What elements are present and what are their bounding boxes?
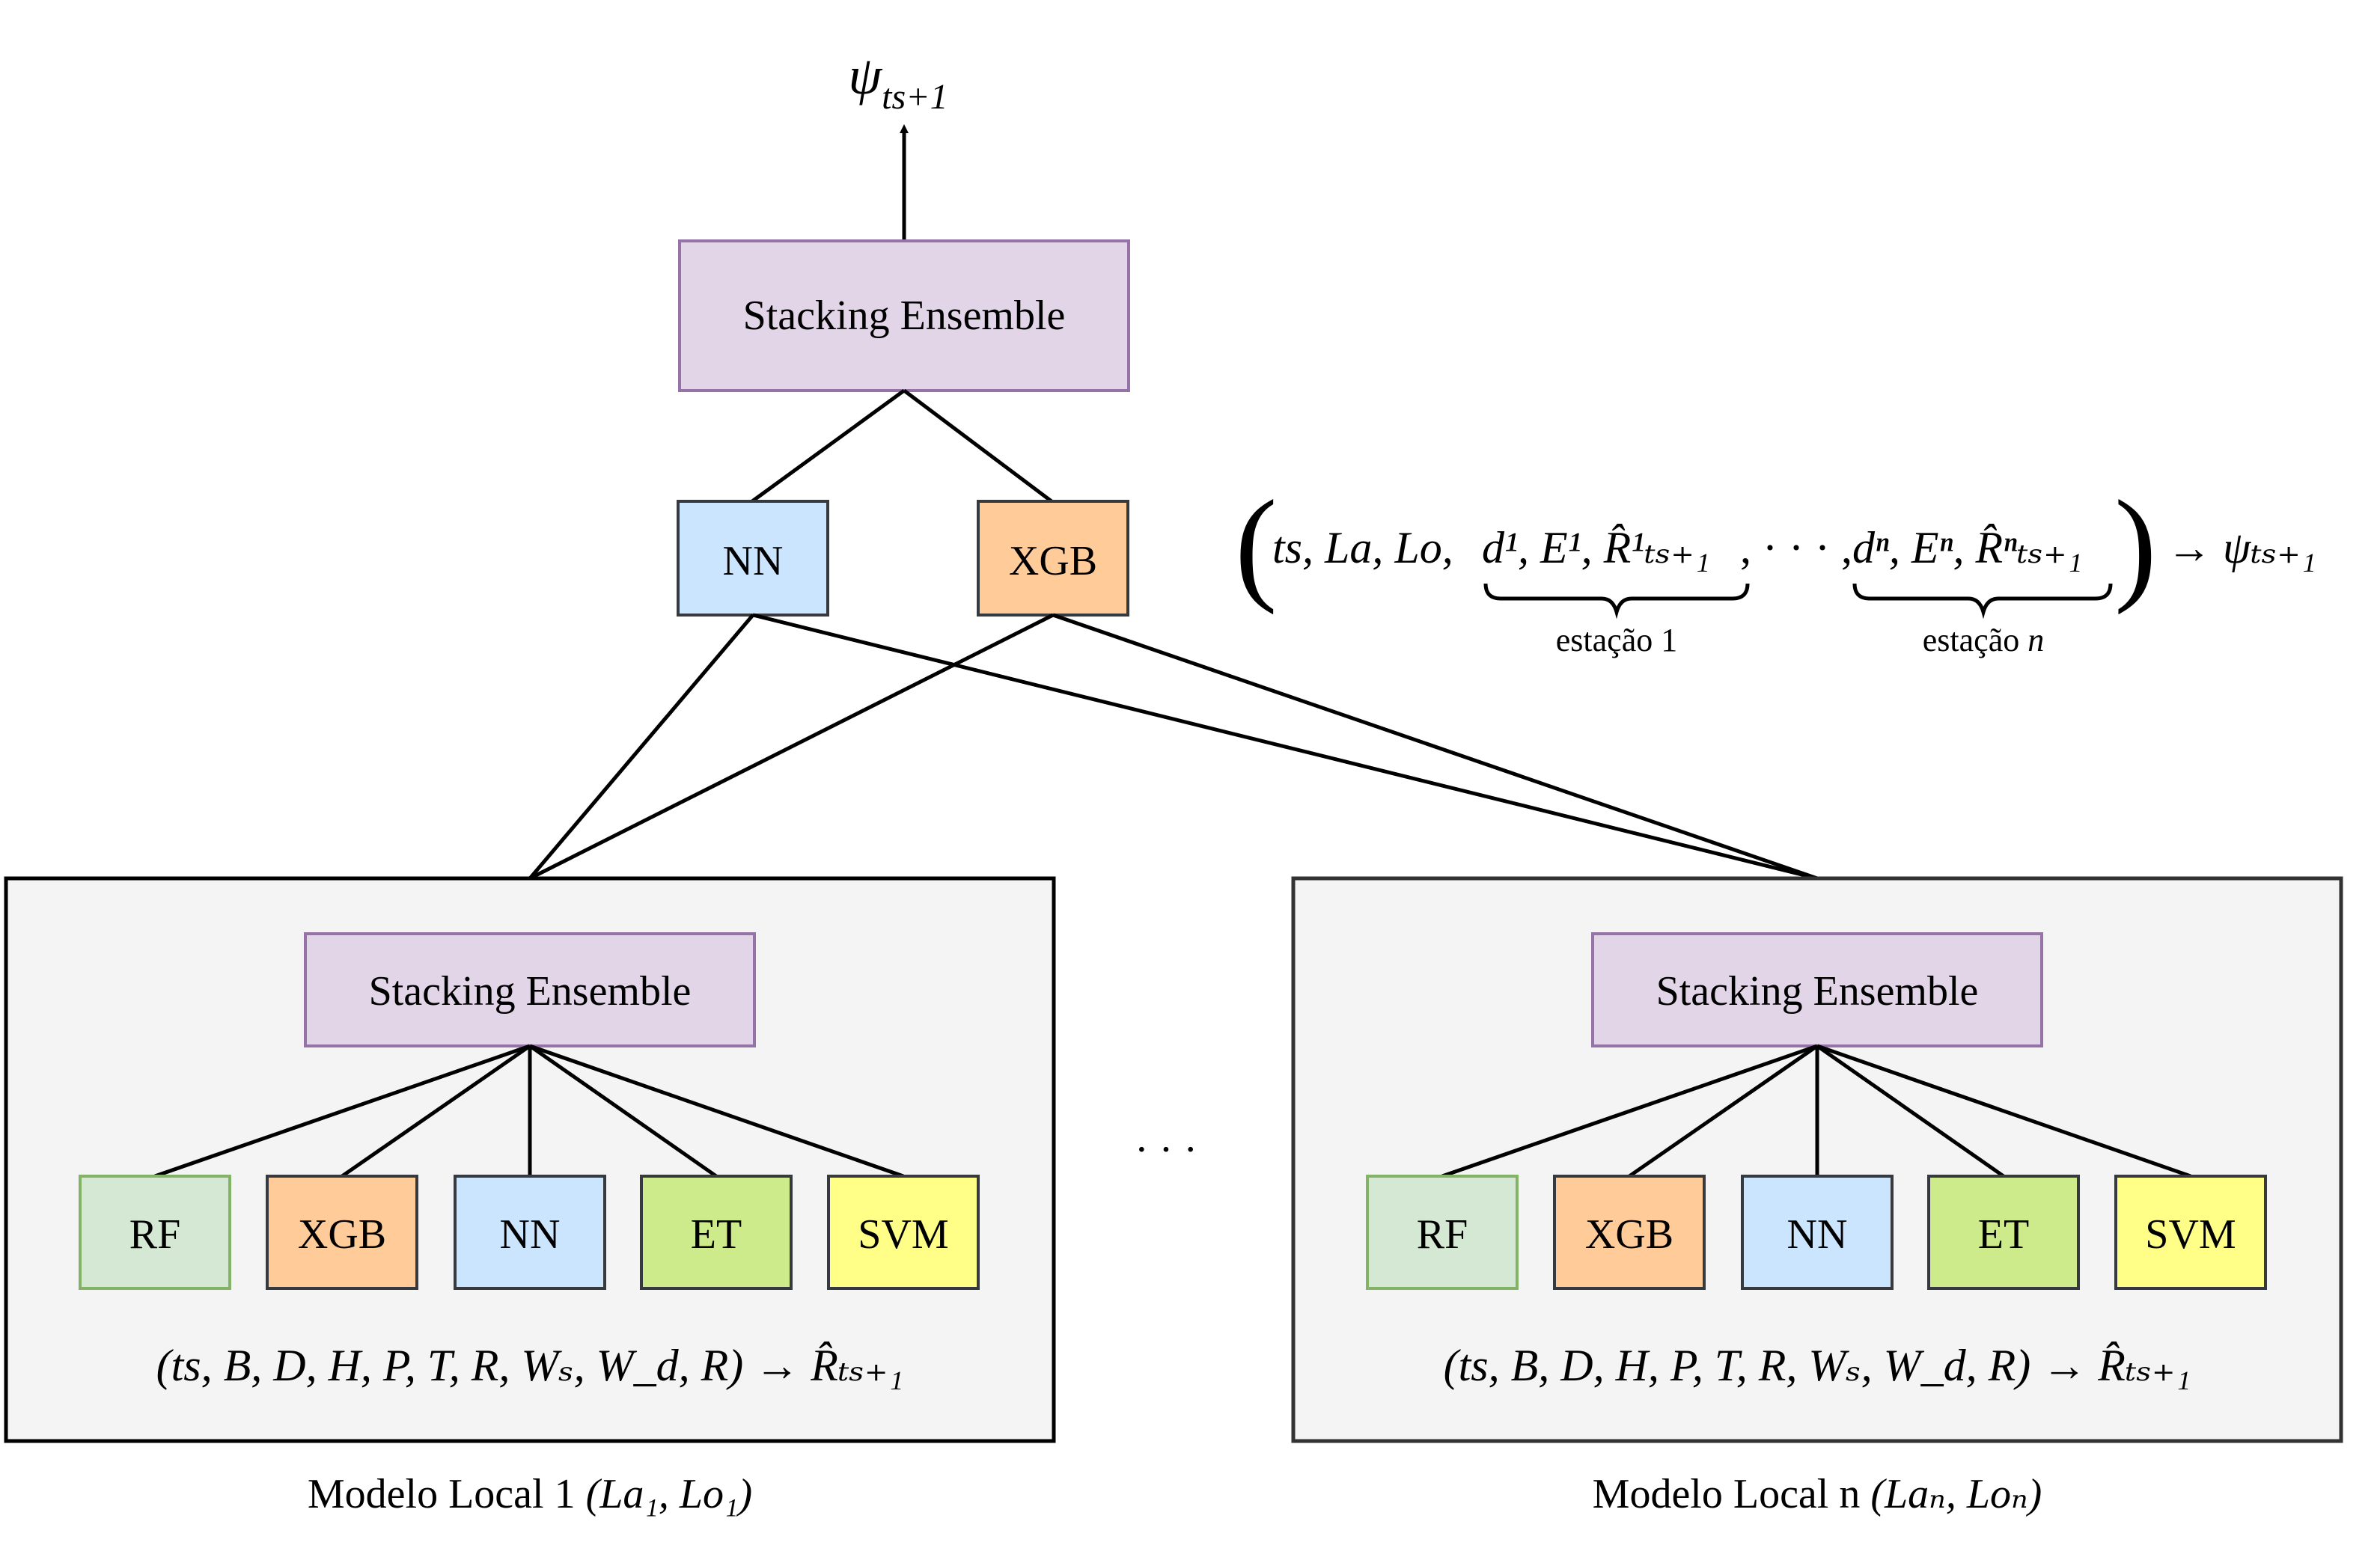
local-1-et-box [640,1175,793,1290]
formula-stationn: dⁿ, Eⁿ, R̂ⁿₜₛ₊₁ [1852,523,2083,572]
formula-close-paren: ) [2114,474,2157,615]
local-1-formula: (ts, B, D, H, P, T, R, Wₛ, W_d, R) → R̂ₜ… [156,1341,904,1390]
local-1-stacking-ensemble-box [304,932,756,1047]
meta-nn-label: NN [723,538,784,584]
local-1-svm-label: SVM [858,1211,948,1258]
local-1-xgb-label: XGB [298,1211,386,1258]
meta-xgb-label: XGB [1009,538,1097,584]
local-n-stacking-ensemble-box [1591,932,2043,1047]
local-1-stacking-ensemble-label: Stacking Ensemble [369,968,692,1015]
edge-xgb-localn [1052,613,1818,881]
local-n-nn-box [1741,1175,1894,1290]
local-1-nn-label: NN [500,1211,561,1258]
edge-localn-rf [1441,1044,1818,1178]
local-n-xgb-label: XGB [1585,1211,1673,1258]
local-1-nn-box [454,1175,606,1290]
edge-localn-svm [1816,1044,2191,1178]
local-models-ellipsis: · · · [1135,1127,1197,1173]
underbrace-station1 [1483,583,1750,620]
local-n-et-box [1927,1175,2080,1290]
local-n-nn-label: NN [1787,1211,1848,1258]
local-1-svm-box [827,1175,980,1290]
local-1-rf-label: RF [129,1211,181,1258]
global-stacking-ensemble-label: Stacking Ensemble [743,293,1066,339]
formula-sep: , · · · , [1740,523,1852,572]
brace-label-station1: estação 1 [1556,622,1677,658]
formula-station1: d¹, E¹, R̂¹ₜₛ₊₁ [1482,523,1710,572]
local-n-svm-box [2114,1175,2267,1290]
formula-lead: ts, La, Lo, [1272,523,1453,572]
formula-arrow-target: → ψₜₛ₊₁ [2167,523,2316,572]
formula-open-paren: ( [1235,474,1278,615]
local-n-svm-label: SVM [2145,1211,2236,1258]
edge-nn-local1 [528,614,754,880]
local-1-et-label: ET [691,1211,742,1258]
global-input-formula: ( ts, La, Lo, d¹, E¹, R̂¹ₜₛ₊₁ , · · · , … [1235,474,2316,658]
edge-local1-xgb [341,1044,531,1178]
edge-localn-et [1816,1044,2005,1178]
local-model-1: Stacking Ensemble RF XGB NN ET SVM (ts, … [4,876,1056,1443]
local-1-rf-box [79,1175,231,1290]
local-n-stacking-ensemble-label: Stacking Ensemble [1656,968,1979,1015]
local-model-1-caption: Modelo Local 1 (La₁, Lo₁) [308,1471,752,1517]
edge-global-ensemble-nn [751,388,906,504]
underbrace-stationn [1852,583,2113,620]
local-model-n-caption: Modelo Local n (Laₙ, Loₙ) [1593,1471,2042,1517]
edge-local1-et [528,1044,718,1178]
local-n-rf-box [1366,1175,1519,1290]
local-1-xgb-box [266,1175,418,1290]
edge-localn-xgb [1628,1044,1819,1178]
edge-local1-svm [529,1044,904,1178]
output-label: ψts+1 [848,46,948,117]
brace-label-stationn: estação n [1923,622,2044,658]
edge-global-ensemble-xgb [903,389,1053,503]
meta-nn-box [677,500,829,617]
local-n-xgb-box [1553,1175,1706,1290]
local-n-formula: (ts, B, D, H, P, T, R, Wₛ, W_d, R) → R̂ₜ… [1444,1341,2191,1390]
local-model-n: Stacking Ensemble RF XGB NN ET SVM (ts, … [1291,876,2343,1443]
edge-nn-localn [752,613,1818,881]
local-n-rf-label: RF [1417,1211,1468,1258]
edge-local1-rf [154,1044,531,1178]
local-n-et-label: ET [1978,1211,2029,1258]
edge-xgb-local1 [528,613,1055,881]
